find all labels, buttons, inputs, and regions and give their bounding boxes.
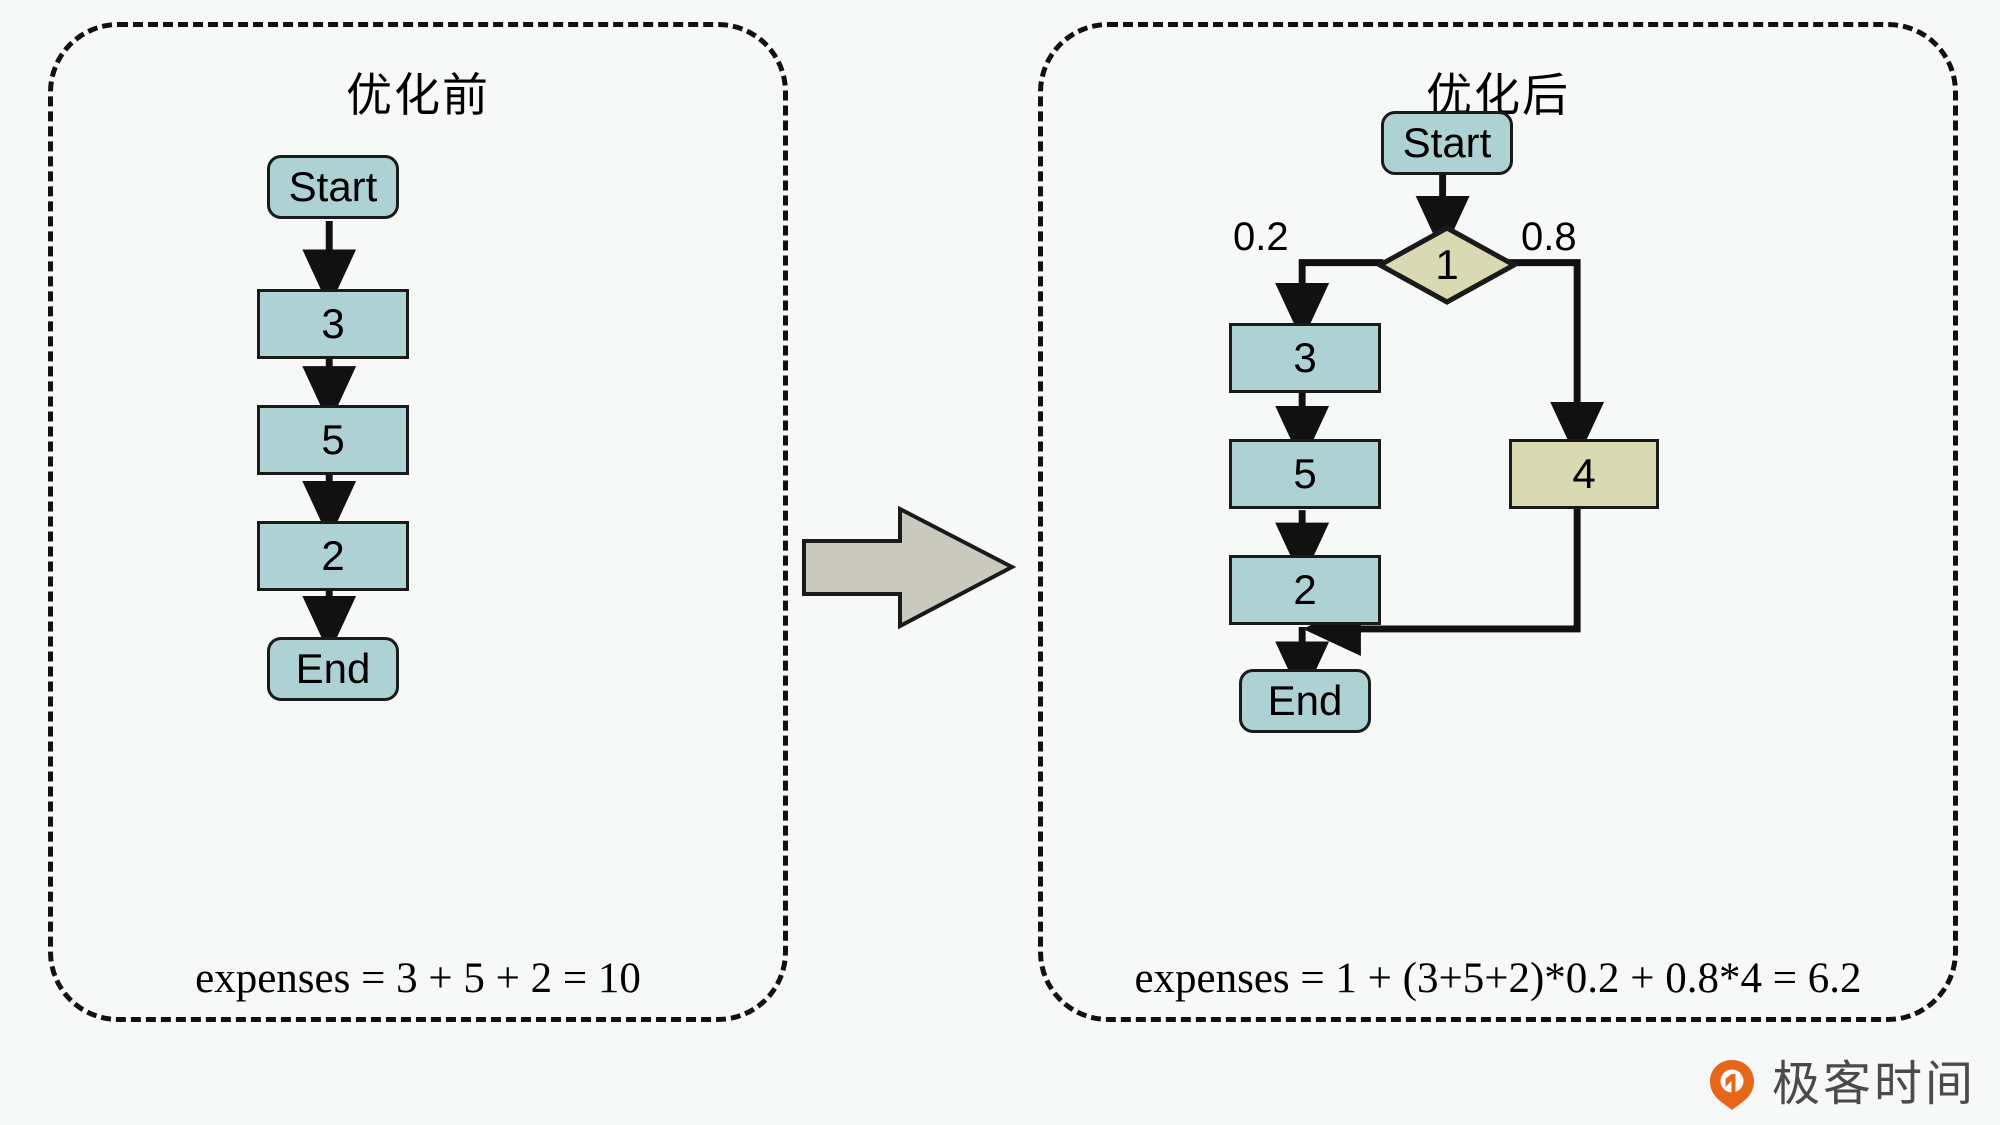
node-cost-5[interactable]: 5 xyxy=(1229,439,1381,509)
watermark: 极客时间 xyxy=(1704,1057,1976,1113)
node-cost-5[interactable]: 5 xyxy=(257,405,409,475)
panel-before-title: 优化前 xyxy=(346,69,490,121)
transition-arrow-icon xyxy=(800,505,1017,630)
before-edges xyxy=(302,221,357,655)
formula-before: expenses = 3 + 5 + 2 = 10 xyxy=(195,955,641,1002)
node-decision-label: 1 xyxy=(1435,241,1459,288)
node-cost-2[interactable]: 2 xyxy=(1229,555,1381,625)
node-decision-1[interactable]: 1 xyxy=(1377,225,1517,305)
node-start[interactable]: Start xyxy=(1381,111,1513,175)
node-cost-3[interactable]: 3 xyxy=(1229,323,1381,393)
node-start[interactable]: Start xyxy=(267,155,399,219)
edge-label-left-probability: 0.2 xyxy=(1233,215,1289,259)
node-cost-4[interactable]: 4 xyxy=(1509,439,1659,509)
node-cost-3[interactable]: 3 xyxy=(257,289,409,359)
diamond-shape-icon xyxy=(1377,225,1517,305)
panel-after-title: 优化后 xyxy=(1426,69,1570,121)
right-block-arrow-icon xyxy=(802,505,1017,630)
geektime-logo-icon xyxy=(1709,1060,1754,1110)
panel-after-optimization: 优化后 xyxy=(1038,22,1958,1022)
node-end[interactable]: End xyxy=(267,637,399,701)
node-cost-2[interactable]: 2 xyxy=(257,521,409,591)
formula-after: expenses = 1 + (3+5+2)*0.2 + 0.8*4 = 6.2 xyxy=(1134,955,1862,1002)
watermark-text: 极客时间 xyxy=(1771,1058,1976,1111)
after-edges xyxy=(1275,173,1605,700)
edge-label-right-probability: 0.8 xyxy=(1521,215,1577,259)
node-end[interactable]: End xyxy=(1239,669,1371,733)
panel-before-optimization: 优化前 Start 3 5 2 End expenses = 3 + 5 + 2… xyxy=(48,22,788,1022)
